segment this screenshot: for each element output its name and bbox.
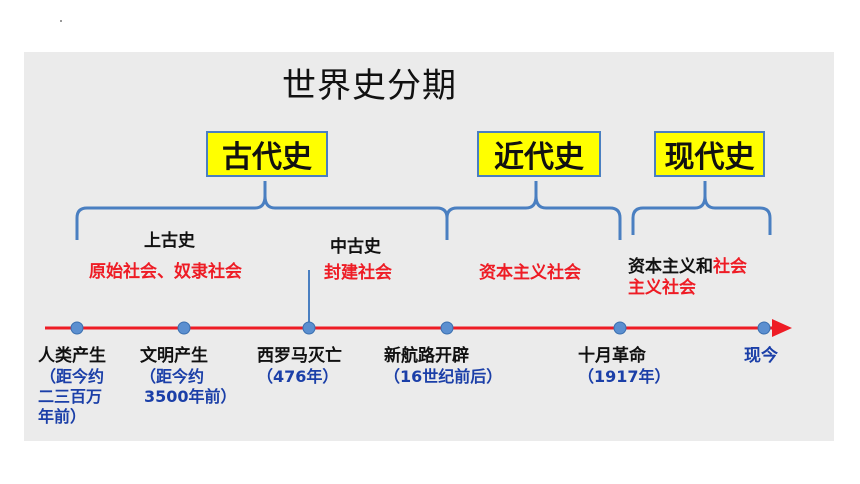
event-october-revolution: 十月革命 （1917年） (578, 346, 671, 387)
society-upper-ancient: 原始社会、奴隶社会 (89, 262, 242, 282)
society-contemporary-line2: 主义社会 (628, 278, 696, 299)
timeline-dot (757, 321, 771, 335)
event-note: （1917年） (578, 367, 671, 387)
event-name: 十月革命 (578, 346, 646, 366)
event-human-origin: 人类产生 （距今约 二三百万 年前） (38, 346, 106, 427)
event-note: （476年） (257, 367, 339, 387)
society-contemporary: 资本主义和社会 主义社会 (628, 257, 747, 300)
era-box-contemporary: 现代史 (654, 131, 765, 177)
event-civilization-origin: 文明产生 （距今约 3500年前） (140, 346, 237, 407)
event-note: 年前） (38, 407, 87, 427)
event-fall-of-western-rome: 西罗马灭亡 （476年） (257, 346, 342, 387)
brace-contemporary (631, 181, 772, 235)
event-note: （16世纪前后） (384, 367, 503, 387)
timeline-dot (440, 321, 454, 335)
event-name: 文明产生 (140, 346, 208, 366)
corner-dot (60, 20, 62, 22)
event-note: （距今约 (40, 367, 105, 387)
diagram-panel (24, 52, 834, 441)
society-contemporary-red: 社会 (713, 257, 747, 277)
period-middle-ancient: 中古史 (330, 237, 381, 257)
page-title: 世界史分期 (282, 66, 457, 106)
society-middle-ancient: 封建社会 (324, 263, 392, 283)
event-name: 西罗马灭亡 (257, 346, 342, 366)
society-contemporary-black: 资本主义和 (628, 257, 713, 277)
timeline-dot (302, 321, 316, 335)
event-new-sea-routes: 新航路开辟 （16世纪前后） (384, 346, 502, 387)
brace-ancient (75, 181, 449, 240)
event-note: 二三百万 (38, 387, 103, 407)
event-name: 人类产生 (38, 346, 106, 366)
timeline-dot (613, 321, 627, 335)
timeline-dot (70, 321, 84, 335)
society-modern: 资本主义社会 (479, 263, 581, 283)
timeline-dot (177, 321, 191, 335)
event-note: （距今约 (140, 367, 205, 387)
event-note: 3500年前） (144, 387, 237, 407)
period-upper-ancient: 上古史 (144, 231, 195, 251)
event-name: 新航路开辟 (384, 346, 469, 366)
brace-modern (445, 181, 622, 240)
era-box-ancient: 古代史 (206, 131, 328, 177)
timeline-arrowhead (772, 319, 792, 337)
era-box-modern: 近代史 (477, 131, 601, 177)
event-present: 现今 (744, 346, 778, 366)
